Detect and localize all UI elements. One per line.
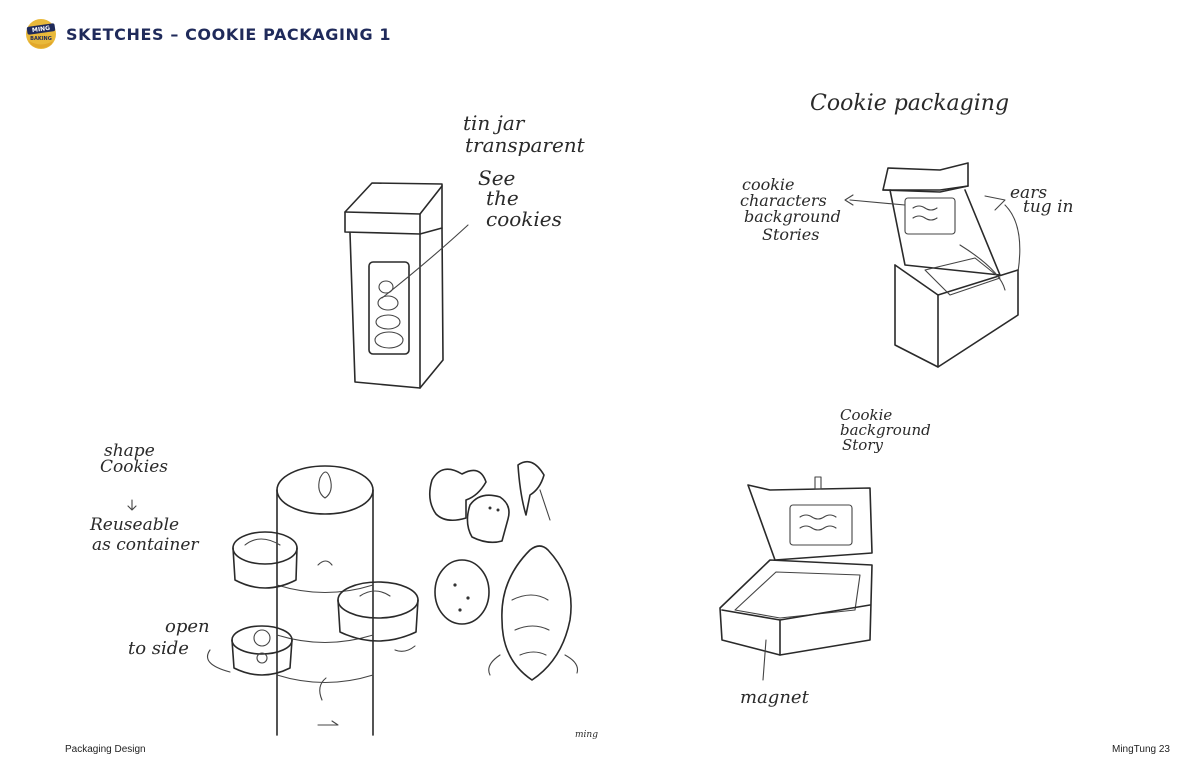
- tin-jar-sketch: [344, 182, 469, 389]
- footer-right: MingTung 23: [1112, 744, 1170, 755]
- annot-tin-jar-1: tin jar: [463, 111, 526, 135]
- annot-see-1: See: [478, 166, 515, 190]
- annot-magnet: magnet: [740, 687, 810, 708]
- annot-shape-2: Cookies: [100, 457, 168, 477]
- ming-baking-logo: MING BAKING: [24, 17, 58, 51]
- annot-cookie-packaging: Cookie packaging: [810, 91, 1009, 116]
- annot-see-2: the: [486, 186, 519, 210]
- annot-ears-2: tug in: [1023, 197, 1073, 217]
- annot-shape-1: shape: [104, 441, 155, 461]
- cookie-shapes-sketch: [428, 460, 579, 681]
- signature: ming: [575, 730, 598, 740]
- annot-chars-1: cookie: [742, 175, 795, 194]
- annot-story-2: background: [840, 421, 931, 439]
- page-header: MING BAKING SKETCHES – COOKIE PACKAGING …: [24, 14, 391, 54]
- ears-box-sketch: [844, 162, 1021, 368]
- annot-open-1: open: [165, 616, 210, 637]
- logo-text-top: MING: [32, 25, 51, 34]
- magnet-box-sketch: [719, 476, 873, 681]
- annot-see-3: cookies: [486, 207, 562, 231]
- annot-reuse-1: Reuseable: [89, 515, 179, 535]
- annot-story-3: Story: [842, 436, 884, 454]
- annot-chars-4: Stories: [762, 225, 819, 244]
- annot-chars-2: characters: [740, 191, 827, 210]
- annot-ears-1: ears: [1010, 183, 1047, 203]
- annot-story-1: Cookie: [840, 406, 892, 424]
- annot-reuse-2: as container: [92, 535, 199, 555]
- logo-text-bottom: BAKING: [30, 36, 52, 42]
- annot-tin-jar-2: transparent: [465, 133, 586, 157]
- annot-chars-3: background: [744, 207, 841, 226]
- stacked-container-sketch: [127, 465, 419, 736]
- footer-left: Packaging Design: [65, 744, 146, 755]
- page-title: SKETCHES – COOKIE PACKAGING 1: [66, 24, 392, 44]
- annot-open-2: to side: [128, 638, 189, 659]
